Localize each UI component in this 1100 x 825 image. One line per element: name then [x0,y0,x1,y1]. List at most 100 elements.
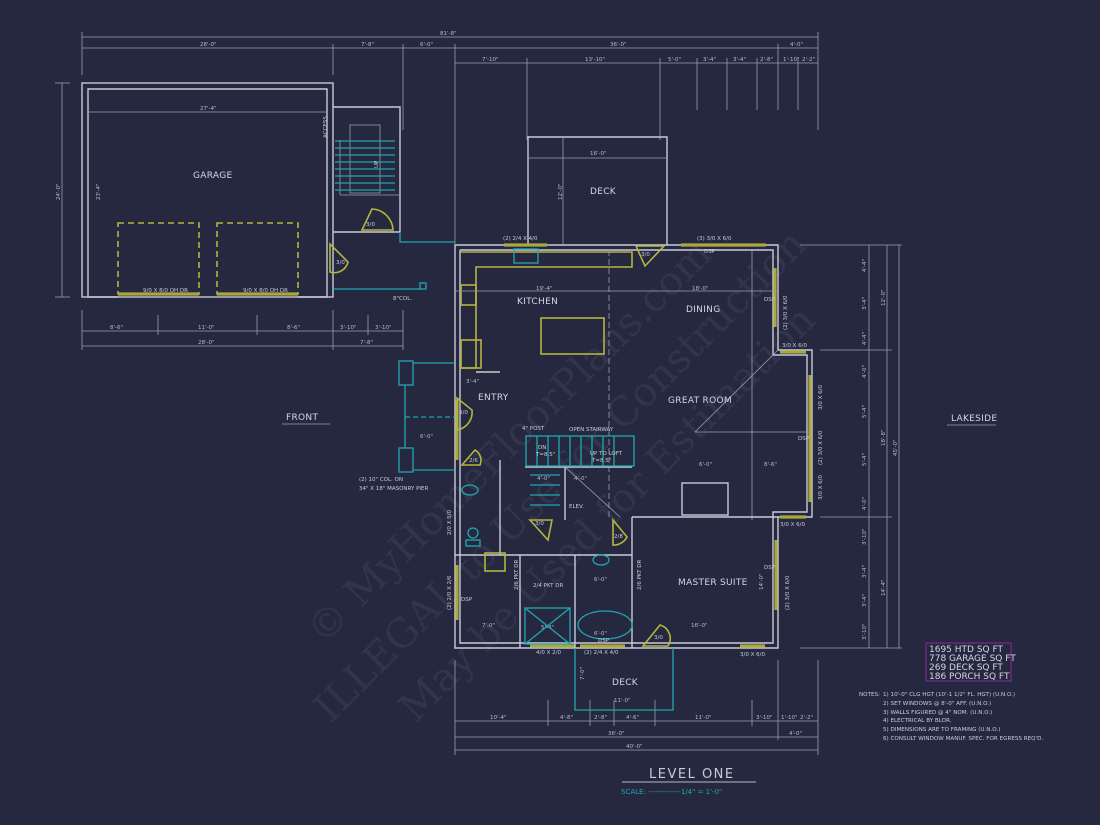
svg-text:11'-0": 11'-0" [614,698,631,704]
svg-text:OPEN STAIRWAY: OPEN STAIRWAY [569,427,614,433]
svg-text:KITCHEN: KITCHEN [517,297,558,307]
svg-text:36'-0": 36'-0" [610,42,627,48]
svg-text:3/0: 3/0 [641,252,650,258]
svg-text:18'-0": 18'-0" [692,286,709,292]
svg-text:1695 HTD SQ FT: 1695 HTD SQ FT [929,645,1003,655]
svg-text:7'-0": 7'-0" [580,667,586,680]
svg-text:3/0 X 6/0: 3/0 X 6/0 [780,522,805,528]
svg-text:5'-4": 5'-4" [541,625,554,631]
svg-text:DSP: DSP [704,249,716,255]
svg-text:DSP: DSP [598,638,610,644]
svg-text:14'-0": 14'-0" [759,573,765,590]
deck-top: DECK [527,136,668,245]
svg-text:16'-0": 16'-0" [590,151,607,157]
svg-text:5'-0": 5'-0" [668,57,681,63]
svg-text:1) 10'-0" CLG HGT (10'-1 1/2": 1) 10'-0" CLG HGT (10'-1 1/2" FL. HGT) (… [883,692,1015,698]
svg-text:ELEV.: ELEV. [569,504,584,510]
svg-text:6'-0": 6'-0" [594,631,607,637]
svg-text:DSP: DSP [764,297,776,303]
svg-text:UP TO LOFT: UP TO LOFT [590,451,623,457]
svg-text:10'-4": 10'-4" [490,715,507,721]
svg-text:8'-6": 8'-6" [287,325,300,331]
svg-text:8'-6": 8'-6" [764,462,777,468]
svg-text:3'-10": 3'-10" [862,528,868,545]
svg-text:5) DIMENSIONS ARE TO FRAMING (: 5) DIMENSIONS ARE TO FRAMING (U.N.O.) [883,727,1000,733]
main-house: 3/0 [398,243,813,649]
svg-text:2/6 PKT DR: 2/6 PKT DR [514,560,520,590]
svg-text:DN: DN [538,445,546,451]
svg-text:3'-4": 3'-4" [862,565,868,578]
svg-text:(3) 3/0 X 6/0: (3) 3/0 X 6/0 [697,236,732,242]
dimension-labels: 81'-8" 28'-0" 7'-8" 6'-0" 36'-0" 4'-0" 7… [56,31,899,750]
svg-text:9/0 X 8/0 OH DR: 9/0 X 8/0 OH DR [243,288,288,294]
svg-text:3/0: 3/0 [459,410,468,416]
svg-text:13'-10": 13'-10" [585,57,605,63]
svg-text:4" POST: 4" POST [522,426,545,432]
svg-text:18'-8": 18'-8" [881,429,887,446]
svg-text:3/0: 3/0 [535,521,544,527]
svg-text:3/0: 3/0 [654,635,663,641]
svg-text:3/0 X 6/0: 3/0 X 6/0 [740,652,765,658]
svg-text:DINING: DINING [686,305,720,315]
svg-text:7'-0": 7'-0" [482,623,495,629]
svg-text:3/0: 3/0 [366,222,375,228]
svg-text:28'-0": 28'-0" [198,340,215,346]
svg-text:(2) 2/0 X 2/6: (2) 2/0 X 2/6 [447,575,453,610]
svg-text:2'-2": 2'-2" [800,715,813,721]
svg-text:3'-10": 3'-10" [340,325,357,331]
room-labels: KITCHEN DINING GREAT ROOM ENTRY MASTER S… [478,297,748,588]
svg-text:3'-4": 3'-4" [703,57,716,63]
svg-text:19'-4": 19'-4" [536,286,553,292]
svg-text:4'-0": 4'-0" [862,365,868,378]
svg-text:(2) 3/0 X 6/0: (2) 3/0 X 6/0 [818,430,824,465]
svg-text:2/8: 2/8 [614,534,623,540]
garage: GARAGE 9/0 X 8/0 OH DR 9/0 X 8/0 OH DR 3… [81,82,349,298]
svg-text:34" X 18" MASONRY PIER: 34" X 18" MASONRY PIER [359,486,429,492]
svg-text:2) SET WINDOWS @ 8'-0" AFF. (U: 2) SET WINDOWS @ 8'-0" AFF. (U.N.O.) [883,701,991,707]
svg-text:6) CONSULT WINDOW MANUF. SPEC.: 6) CONSULT WINDOW MANUF. SPEC. FOR EGRES… [883,736,1043,742]
svg-text:DSP: DSP [764,565,776,571]
svg-text:4'-0": 4'-0" [537,476,550,482]
svg-text:UP: UP [374,160,380,168]
svg-text:4'-6": 4'-6" [626,715,639,721]
svg-text:2/6: 2/6 [469,458,478,464]
svg-text:3'-4": 3'-4" [862,594,868,607]
svg-text:81'-8": 81'-8" [440,31,457,37]
svg-text:4) ELECTRICAL BY BLDR.: 4) ELECTRICAL BY BLDR. [883,718,952,724]
svg-text:6'-0": 6'-0" [594,577,607,583]
svg-text:(2) 3/0 X 6/0: (2) 3/0 X 6/0 [783,295,789,330]
svg-text:T=8.5": T=8.5" [591,458,611,464]
svg-text:6'-0": 6'-0" [420,434,433,440]
svg-text:8'-6": 8'-6" [110,325,123,331]
svg-text:MASTER SUITE: MASTER SUITE [678,578,748,588]
svg-text:778 GARAGE SQ FT: 778 GARAGE SQ FT [929,654,1016,664]
svg-text:2/0 X 5/0: 2/0 X 5/0 [447,510,453,535]
svg-text:3/0 X 6/0: 3/0 X 6/0 [782,343,807,349]
svg-text:45'-0": 45'-0" [893,439,899,456]
svg-text:3/0: 3/0 [336,260,345,266]
svg-text:DSP: DSP [798,436,810,442]
svg-text:186 PORCH SQ FT: 186 PORCH SQ FT [929,672,1010,682]
notes: NOTES: 1) 10'-0" CLG HGT (10'-1 1/2" FL.… [859,692,1043,742]
svg-text:1'-10": 1'-10" [781,715,798,721]
svg-text:5'-4": 5'-4" [862,453,868,466]
svg-text:3/0 X 6/0: 3/0 X 6/0 [818,385,824,410]
svg-text:27'-4": 27'-4" [200,106,217,112]
svg-text:5'-4": 5'-4" [862,405,868,418]
square-footage-box: 1695 HTD SQ FT 778 GARAGE SQ FT 269 DECK… [925,642,1016,682]
svg-text:ACCESS: ACCESS [323,116,329,138]
svg-text:269 DECK SQ FT: 269 DECK SQ FT [929,663,1003,673]
svg-text:4'-0": 4'-0" [789,731,802,737]
stair-mudroom: ACCESS UP 3/0 8"COL. [323,106,455,302]
svg-text:2'-2": 2'-2" [802,57,815,63]
svg-text:11'-0": 11'-0" [695,715,712,721]
svg-text:28'-0": 28'-0" [200,42,217,48]
scale-label: SCALE: -------------1/4" = 1'-0" [621,788,722,796]
room-label-garage: GARAGE [193,171,232,181]
svg-text:DSP: DSP [461,597,473,603]
svg-text:GREAT ROOM: GREAT ROOM [668,396,732,406]
svg-text:23'-4": 23'-4" [96,183,102,200]
svg-text:6'-0": 6'-0" [420,42,433,48]
svg-text:4'-4": 4'-4" [862,332,868,345]
svg-text:3'-4": 3'-4" [733,57,746,63]
